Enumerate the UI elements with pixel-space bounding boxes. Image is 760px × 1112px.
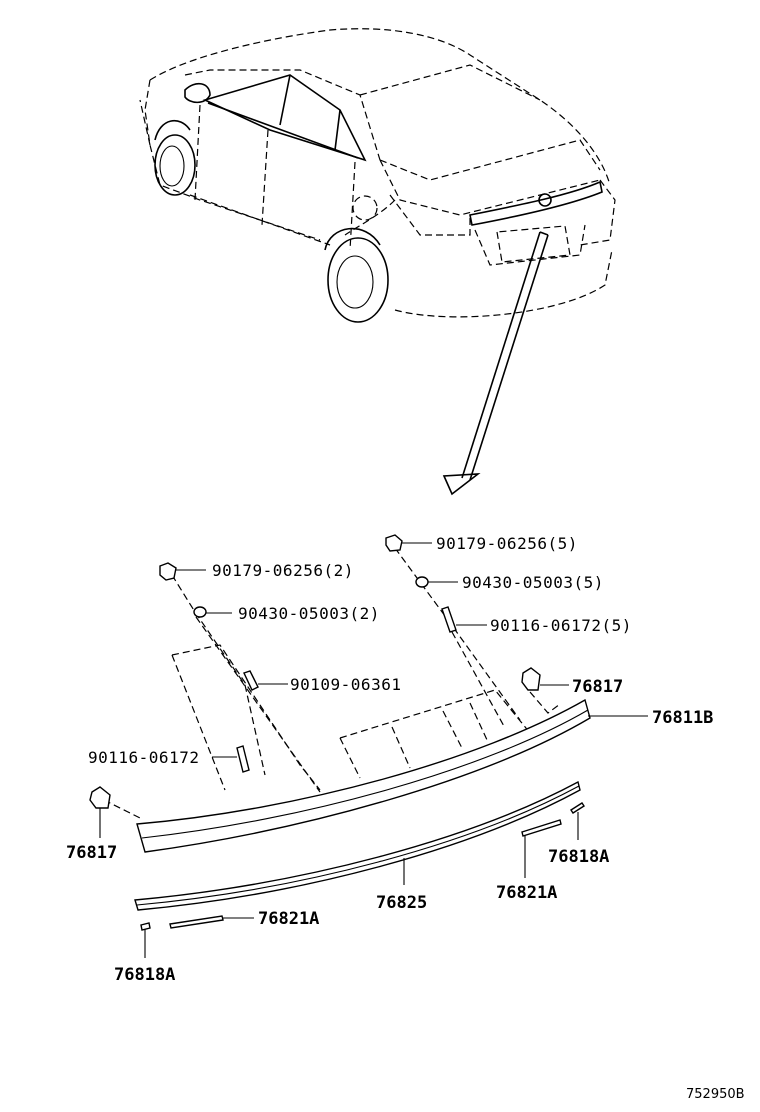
pointer-arrow [442, 231, 549, 496]
label-bracket-right: 76817 [572, 677, 623, 697]
washer-left-part [193, 606, 207, 618]
label-screw-left: 90116-06172 [88, 748, 199, 767]
clip-right-top-part [385, 534, 403, 552]
bracket-right-part [521, 667, 541, 691]
parts-layout [89, 534, 648, 958]
screw-left-part [236, 745, 250, 773]
bracket-left-part [89, 786, 111, 809]
bolt-center-part [243, 670, 259, 691]
label-clip-right-top: 90179-06256(5) [436, 534, 578, 553]
garnish-part [136, 698, 591, 853]
diagram-reference-code: 752950B [686, 1087, 745, 1102]
label-tape-left: 76821A [258, 909, 319, 929]
screw-right-part [441, 606, 457, 633]
label-screw-right: 90116-06172(5) [490, 616, 632, 635]
label-bracket-left: 76817 [66, 843, 117, 863]
label-molding: 76825 [376, 893, 427, 913]
label-washer-right: 90430-05003(5) [462, 573, 604, 592]
washer-right-part [415, 576, 429, 588]
label-garnish: 76811B [652, 708, 713, 728]
label-washer-left: 90430-05003(2) [238, 604, 380, 623]
vehicle-illustration [139, 28, 616, 323]
callout-labels: 90179-06256(5) 90430-05003(5) 90116-0617… [66, 534, 745, 1102]
label-clip-small-left: 76818A [114, 965, 175, 985]
tape-left-part [169, 915, 224, 929]
molding-part [134, 780, 581, 911]
tape-right-part [521, 819, 562, 837]
label-bolt-center: 90109-06361 [290, 675, 401, 694]
clip-small-left-part [140, 922, 151, 931]
label-clip-small-right: 76818A [548, 847, 609, 867]
clip-small-right-part [570, 802, 585, 814]
label-tape-right: 76821A [496, 883, 557, 903]
clip-left-top-part [159, 562, 177, 581]
label-clip-left-top: 90179-06256(2) [212, 561, 354, 580]
